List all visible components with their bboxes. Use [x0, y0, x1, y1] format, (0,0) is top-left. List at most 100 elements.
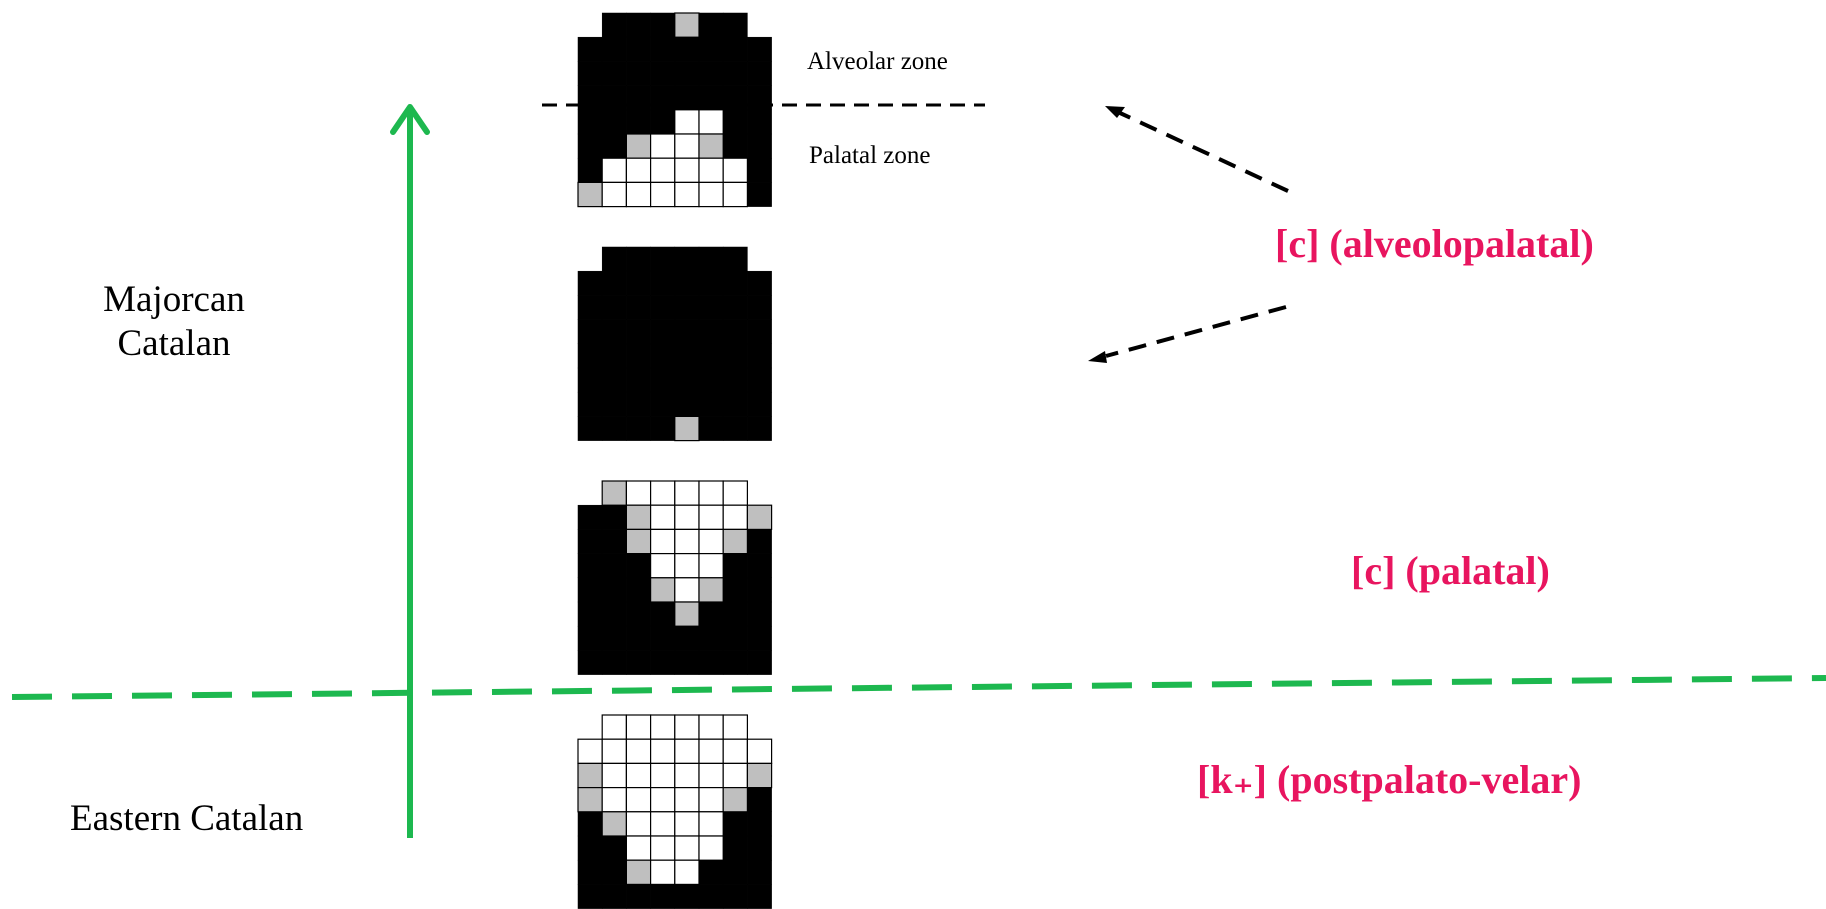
electrode-cell: [674, 181, 700, 208]
electrode-cell: [722, 811, 748, 837]
electrode-cell: [626, 319, 651, 345]
electrode-cell: [674, 36, 700, 62]
electrode-cell: [674, 12, 700, 38]
pointer-arrow-upper-shaft: [1119, 111, 1289, 193]
electrode-cell: [577, 786, 603, 813]
electrode-cell: [698, 295, 724, 320]
electrode-cell: [626, 577, 651, 603]
electrode-cell: [649, 714, 676, 740]
electrode-cell: [601, 343, 627, 369]
electrode-cell: [747, 650, 772, 675]
electrode-cell: [601, 835, 627, 861]
dialect-boundary-line: [11, 675, 1826, 700]
electrode-cell: [650, 270, 676, 296]
electrode-cell: [698, 343, 724, 369]
electrode-cell: [577, 577, 603, 603]
electrode-cell: [747, 884, 772, 909]
electrode-cell: [577, 133, 603, 159]
electrode-cell: [626, 884, 651, 909]
electrode-cell: [601, 416, 627, 441]
electrode-cell: [577, 529, 603, 554]
electrode-cell: [722, 553, 748, 579]
electrode-cell: [722, 295, 748, 320]
electrode-cell: [601, 884, 627, 909]
electrode-cell: [722, 738, 749, 765]
electrode-cell: [674, 415, 700, 442]
electrode-cell: [747, 601, 772, 627]
electrode-cell: [601, 133, 627, 159]
electrode-cell: [577, 811, 603, 837]
electrode-cell: [674, 85, 700, 111]
electrode-cell: [698, 552, 724, 579]
electrode-cell: [698, 786, 724, 813]
electrode-cell: [650, 884, 676, 909]
label-palatal: [c] (palatal): [1351, 548, 1550, 593]
electrode-cell: [650, 343, 676, 369]
electrode-cell: [698, 61, 724, 86]
electrode-cell: [722, 85, 748, 111]
electrode-cell: [650, 650, 676, 675]
electrode-cell: [747, 529, 772, 554]
electrode-cell: [626, 85, 651, 111]
electrode-cell: [674, 157, 700, 183]
electrode-cell: [650, 61, 676, 86]
electrode-cell: [625, 133, 652, 159]
electrode-cell: [674, 295, 700, 320]
electrode-cell: [601, 625, 627, 651]
electrode-cell: [577, 835, 603, 861]
electrode-cell: [650, 319, 676, 345]
electrode-cell: [674, 859, 700, 886]
electrode-cell: [601, 181, 628, 208]
electrode-cell: [674, 504, 700, 531]
electrode-cell: [625, 811, 652, 837]
electrode-cell: [698, 391, 724, 417]
electrode-cell: [747, 343, 772, 369]
electrode-cell: [674, 762, 700, 789]
dialect-label-eastern: Eastern Catalan: [70, 798, 304, 839]
label-alveolopalatal: [c] (alveolopalatal): [1275, 221, 1594, 266]
electrode-cell: [722, 577, 748, 603]
dialect-label-majorcan: Majorcan Catalan: [84, 278, 264, 366]
electrode-cell: [747, 109, 772, 135]
electrode-cell: [674, 577, 700, 603]
electrode-cell: [577, 650, 603, 675]
electrode-cell: [722, 416, 748, 441]
electrode-cell: [747, 36, 772, 62]
electrode-cell: [626, 270, 651, 296]
electrode-cell: [625, 714, 652, 740]
electrode-cell: [674, 786, 700, 813]
electrode-cell: [722, 528, 749, 555]
electrode-cell: [747, 859, 772, 885]
electrode-cell: [747, 270, 772, 296]
electrode-cell: [674, 480, 700, 506]
palatogram-group: [577, 12, 773, 909]
electrode-cell: [650, 601, 676, 627]
electrode-cell: [650, 367, 676, 393]
electrode-cell: [601, 859, 627, 885]
electrode-cell: [626, 246, 651, 272]
electrode-cell: [601, 85, 627, 111]
electrode-cell: [625, 528, 652, 555]
electrode-cell: [625, 835, 652, 861]
electrode-cell: [722, 786, 749, 813]
electrode-cell: [601, 601, 627, 627]
electrode-cell: [649, 859, 676, 886]
electrode-cell: [601, 553, 627, 579]
electrode-cell: [722, 12, 748, 38]
zone-label-palatal: Palatal zone: [809, 142, 931, 169]
electrode-cell: [674, 391, 700, 417]
electrode-cell: [698, 133, 724, 159]
electrode-cell: [577, 625, 603, 651]
electrode-cell: [625, 181, 652, 208]
electrode-cell: [601, 811, 628, 837]
electrode-cell: [650, 85, 676, 111]
pointer-arrow-lower-head: [1088, 351, 1107, 363]
electrode-cell: [674, 133, 700, 159]
electrode-cell: [626, 295, 651, 320]
electrode-cell: [626, 601, 651, 627]
electrode-cell: [722, 367, 748, 393]
electrode-cell: [698, 601, 724, 627]
electrode-cell: [601, 504, 627, 530]
electrode-cell: [674, 343, 700, 369]
electrode-cell: [674, 625, 700, 651]
